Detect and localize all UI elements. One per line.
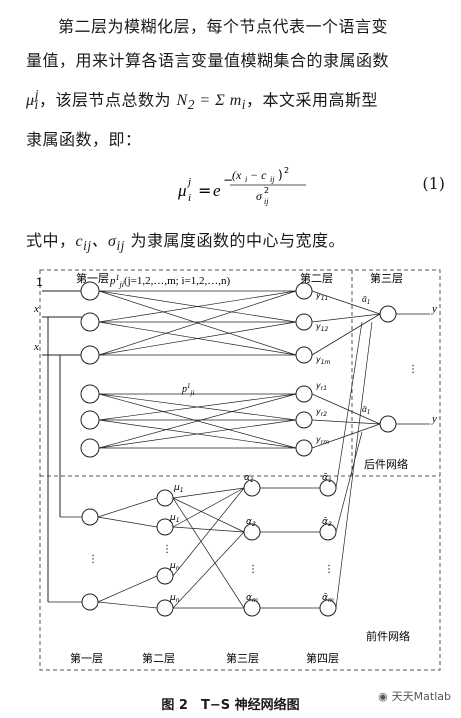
layer-label-top-1: 第一层 <box>76 271 109 285</box>
node-count-formula: N2 = Σ mi <box>176 92 246 113</box>
svg-text:ᾱm: ᾱm <box>322 593 334 604</box>
output-label-1: y <box>431 303 437 315</box>
weight-formula: p1ji(j=1,2,…,m; i=1,2,…,n) <box>109 273 230 289</box>
svg-text:σ: σ <box>256 189 263 203</box>
svg-text:ᾱ1: ᾱ1 <box>322 473 332 484</box>
mu-symbol: μij <box>26 87 39 113</box>
text-line: μij，该层节点总数为 N2 = Σ mi，本文采用高斯型 <box>26 87 378 113</box>
svg-text:y11: y11 <box>315 291 328 302</box>
gaussian-equation: μ i j = e − (x i − c ij ) 2 σ ij 2 <box>177 166 306 206</box>
svg-text:y12: y12 <box>315 322 329 333</box>
equation-number: (1) <box>422 174 445 193</box>
svg-text:j: j <box>186 176 191 188</box>
svg-text:α1: α1 <box>244 473 254 484</box>
svg-text:yr2: yr2 <box>315 407 327 418</box>
upper-right-nodes <box>295 282 313 457</box>
svg-text:(x: (x <box>232 168 242 182</box>
input-label-1: 1 <box>36 276 43 289</box>
svg-text:⋮: ⋮ <box>408 364 418 375</box>
outer-frame <box>39 269 441 671</box>
svg-text:μ1: μ1 <box>173 483 184 494</box>
output-label-r: y <box>431 413 437 425</box>
layer-label-bottom-3: 第三层 <box>226 651 259 665</box>
svg-text:⋮: ⋮ <box>248 564 258 575</box>
back-network-label: 后件网络 <box>364 457 408 471</box>
svg-text:ᾱ2: ᾱ2 <box>322 517 332 528</box>
svg-text:μ: μ <box>177 181 187 200</box>
svg-text:2: 2 <box>264 186 269 195</box>
text-line: 量值，用来计算各语言变量值模糊集合的隶属函数 <box>26 51 390 70</box>
watermark-text: 天天Matlab <box>391 690 451 703</box>
wechat-icon: ◉ <box>378 689 388 703</box>
upper-left-nodes <box>80 281 100 458</box>
svg-text:2: 2 <box>284 166 289 175</box>
layer-label-bottom-4: 第四层 <box>306 651 339 665</box>
svg-text:ij: ij <box>270 175 275 184</box>
watermark: ◉ 天天Matlab <box>378 688 451 704</box>
svg-text:⋮: ⋮ <box>88 554 98 565</box>
svg-text:yr1: yr1 <box>315 381 327 392</box>
layer-label-top-3: 第三层 <box>370 271 403 285</box>
svg-text:μn: μn <box>169 561 180 572</box>
layer-label-bottom-2: 第二层 <box>142 651 175 665</box>
svg-text:ᾱ1: ᾱ1 <box>362 294 370 306</box>
svg-text:− c: − c <box>250 168 267 182</box>
svg-text:μn: μn <box>169 593 180 604</box>
figure-caption: 图 2 T−S 神经网络图 <box>161 698 300 713</box>
svg-text:⋮: ⋮ <box>162 544 172 555</box>
svg-text:⋮: ⋮ <box>324 564 334 575</box>
svg-text:): ) <box>278 168 283 182</box>
paragraph-definition: 式中，cij、σij 为隶属度函数的中心与宽度。 <box>26 231 345 254</box>
svg-text:−: − <box>223 173 233 187</box>
svg-text:i: i <box>245 175 247 184</box>
layer-label-top-2: 第二层 <box>300 271 333 285</box>
svg-text:i: i <box>188 192 191 204</box>
svg-text:ᾱ1: ᾱ1 <box>362 404 370 416</box>
layer-label-bottom-1: 第一层 <box>70 651 103 665</box>
paragraph-intro: 第二层为模糊化层，每个节点代表一个语言变 量值，用来计算各语言变量值模糊集合的隶… <box>26 10 446 157</box>
weight-label-mid: p1ji <box>181 382 194 397</box>
ts-network-diagram: 第一层 第二层 第三层 p1ji(j=1,2,…,m; i=1,2,…,n) 1… <box>33 269 441 671</box>
svg-text:αm: αm <box>246 593 258 604</box>
output-node-r <box>379 415 397 433</box>
symbols-c-sigma: cij、σij <box>75 233 125 254</box>
text-line: 隶属函数，即： <box>26 129 142 149</box>
input-label-x1: x <box>33 303 39 315</box>
front-network-label: 前件网络 <box>366 629 410 643</box>
text-line: 第二层为模糊化层，每个节点代表一个语言变 <box>58 17 389 36</box>
input-label-xn: x <box>33 341 39 353</box>
output-node-1 <box>379 305 397 323</box>
lower-left-nodes <box>81 479 337 617</box>
svg-text:ij: ij <box>264 197 269 206</box>
svg-text:α2: α2 <box>246 517 256 528</box>
svg-text:y1m: y1m <box>315 355 331 366</box>
upper-connections <box>98 290 297 449</box>
svg-text:μ1: μ1 <box>169 513 180 524</box>
svg-text:=: = <box>198 181 211 200</box>
svg-text:yrm: yrm <box>315 435 329 446</box>
svg-text:e: e <box>213 181 221 200</box>
